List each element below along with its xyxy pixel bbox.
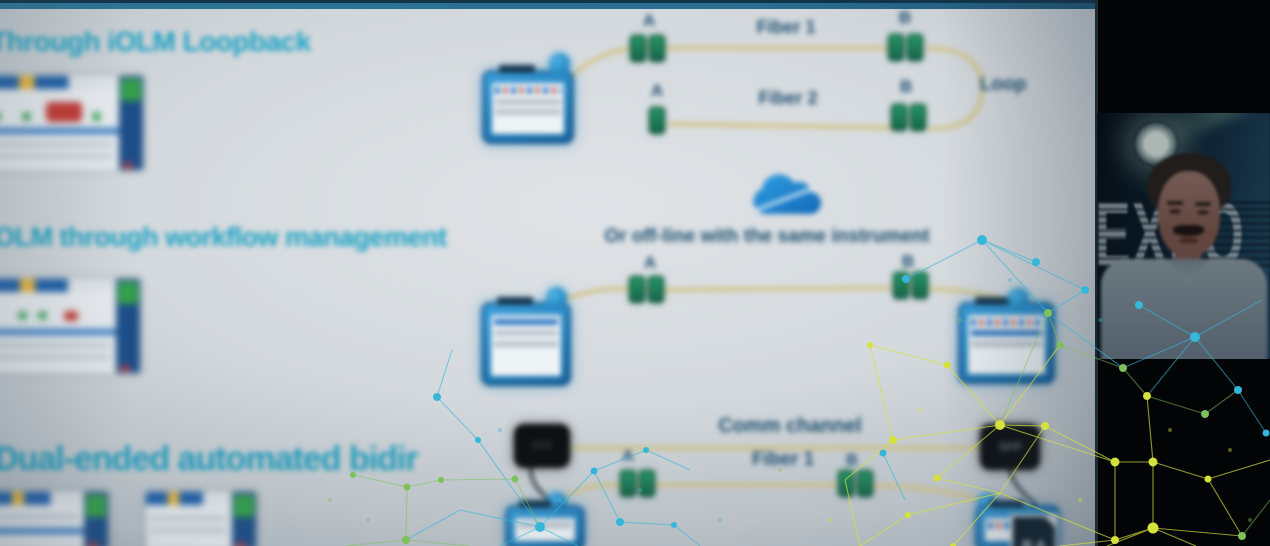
thumbnail-red-trace — [46, 102, 82, 122]
otdr-device-icon — [505, 500, 585, 546]
status-dot — [92, 112, 101, 121]
fiber-port-knob — [1008, 288, 1029, 309]
presenter-panel: EXFO — [1095, 0, 1270, 546]
thumbnail-divider — [0, 329, 116, 335]
presenter-video: EXFO — [1097, 113, 1270, 359]
thumbnail-red-mark — [64, 311, 78, 321]
otdr-device-icon — [482, 65, 574, 144]
fiber-connector-icon — [630, 35, 665, 62]
device-screen — [515, 518, 575, 541]
device-screen-row — [494, 330, 558, 336]
connector-label-b: B — [899, 77, 913, 96]
device-screen-toolbar — [495, 87, 561, 94]
screenshot-thumbnail-loopback — [0, 76, 143, 170]
fiber-connector-icon — [888, 34, 923, 61]
result-document-icon: B A — [1010, 514, 1058, 546]
sfp-module-icon: SFP — [980, 424, 1040, 470]
connector-label-b: B — [901, 252, 915, 271]
section-heading-workflow: iOLM through workflow management — [0, 222, 447, 252]
fiber-port-knob — [546, 287, 567, 308]
sfp-module-icon: SFP — [514, 424, 570, 468]
thumbnail-titlebar — [0, 279, 140, 292]
loop-label: Loop — [979, 74, 1027, 95]
connector-label-a: A — [643, 253, 657, 272]
thumbnail-row — [0, 355, 110, 360]
thumbnail-titlebar — [0, 76, 143, 89]
slide-top-edge — [0, 0, 1095, 3]
connector-label-a: A — [622, 448, 634, 465]
loop-cable — [925, 45, 985, 132]
thumbnail-row — [0, 343, 110, 348]
thumbnail-divider — [0, 528, 84, 534]
panel-edge — [1095, 0, 1098, 546]
screenshot-thumbnail-bidir-2 — [146, 492, 256, 546]
fiber-connector-icon — [629, 276, 664, 303]
otdr-device-icon — [481, 297, 571, 386]
screenshot-thumbnail-bidir-1 — [0, 492, 108, 546]
slide-top-bar — [0, 3, 1095, 9]
device-screen-row — [495, 99, 561, 105]
fiber-connector-icon — [620, 470, 655, 497]
sfp-label: SFP — [531, 440, 553, 452]
fiber1-label: Fiber 1 — [751, 449, 815, 470]
status-dot — [38, 311, 47, 320]
thumbnail-titlebar — [0, 492, 108, 505]
comm-channel-label: Comm channel — [718, 415, 862, 437]
thumbnail-row — [150, 528, 226, 533]
video-dim-overlay — [1097, 113, 1270, 359]
cloud-caption: Or off-line with the same instrument — [604, 226, 930, 247]
status-dot — [0, 112, 1, 121]
connector-label-a: A — [642, 11, 656, 30]
screenshot-thumbnail-workflow — [0, 279, 140, 373]
status-dot — [18, 311, 27, 320]
device-screen-row — [495, 109, 561, 115]
fiber-connector-icon — [891, 104, 926, 131]
bidir-fiber-cable — [543, 482, 999, 512]
fiber2-cable — [667, 121, 907, 131]
sfp-label: SFP — [998, 440, 1022, 454]
device-screen-row — [971, 341, 1042, 347]
fiber-connector-icon — [838, 470, 873, 497]
thumbnail-sidebar — [232, 492, 256, 546]
connector-label-a: A — [650, 81, 664, 100]
device-screen — [491, 315, 561, 376]
section-heading-loopback: Through iOLM Loopback — [0, 26, 311, 57]
slide-area: Through iOLM Loopback A — [0, 0, 1095, 546]
thumbnail-row — [0, 154, 113, 159]
device-screen-toolbar — [971, 319, 1042, 326]
thumbnail-row — [0, 514, 78, 519]
fiber1-cable — [564, 45, 892, 82]
thumbnail-row — [0, 142, 113, 147]
otdr-device-icon — [958, 297, 1055, 384]
device-screen-row — [494, 319, 558, 325]
device-screen-row — [494, 341, 558, 347]
connector-label-b: B — [898, 8, 912, 27]
thumbnail-row — [150, 516, 226, 521]
section-heading-bidir: Dual-ended automated bidir — [0, 440, 419, 478]
thumbnail-divider — [0, 128, 119, 134]
fiber-port-knob — [549, 53, 570, 74]
thumbnail-sidebar — [119, 76, 143, 170]
result-document-label: B A — [1022, 537, 1046, 546]
device-screen-row — [971, 330, 1042, 336]
device-screen — [492, 83, 564, 134]
connector-label-b: B — [846, 452, 858, 469]
thumbnail-sidebar — [116, 279, 140, 373]
device-screen-row — [518, 522, 572, 528]
fiber1-label: Fiber 1 — [756, 17, 816, 37]
fiber2-label: Fiber 2 — [758, 88, 818, 108]
fiber-connector-icon — [649, 107, 665, 134]
thumbnail-sidebar — [84, 492, 108, 546]
fiber-connector-icon — [893, 272, 928, 299]
cloud-icon — [753, 174, 822, 215]
device-screen — [968, 315, 1045, 374]
status-dot — [22, 112, 31, 121]
thumbnail-titlebar — [146, 492, 256, 505]
